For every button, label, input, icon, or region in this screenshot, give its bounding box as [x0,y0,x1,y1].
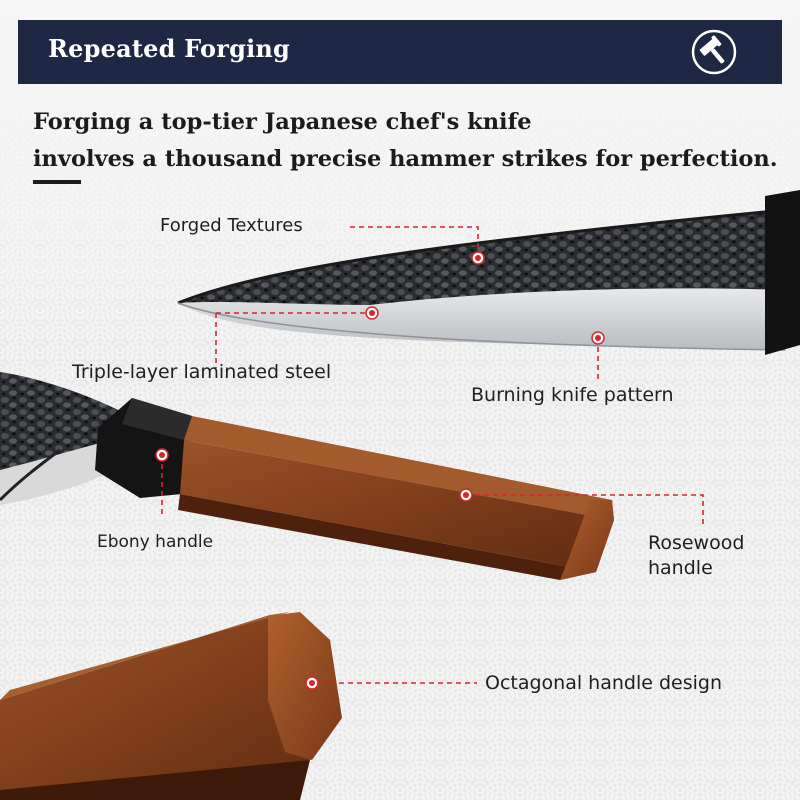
callout-forged-textures: Forged Textures [160,215,303,236]
callout-triple-layer-steel: Triple-layer laminated steel [72,361,332,383]
headline-underline [33,180,81,184]
callout-ebony-handle: Ebony handle [97,532,214,552]
headline-line-1: Forging a top-tier Japanese chef's knife [33,109,532,135]
callout-rosewood-line-2: handle [648,557,713,579]
callout-octagonal-design: Octagonal handle design [485,672,723,694]
callout-burning-pattern: Burning knife pattern [471,384,674,406]
banner-title: Repeated Forging [48,34,291,63]
bottom-handle [0,612,342,800]
middle-knife [0,372,614,580]
headline-line-2: involves a thousand precise hammer strik… [33,146,778,172]
callout-markers [155,251,605,690]
top-knife [177,190,800,355]
hammer-icon [691,29,737,75]
title-banner: Repeated Forging [18,20,782,84]
callout-rosewood-line-1: Rosewood [648,532,745,554]
callout-lines [161,226,704,684]
headline: Forging a top-tier Japanese chef's knife… [33,104,778,178]
